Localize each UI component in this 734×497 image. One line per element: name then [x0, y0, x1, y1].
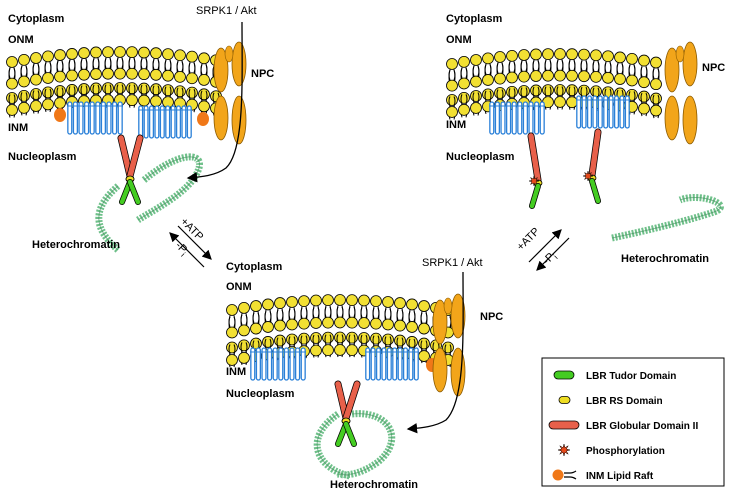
label-cytoplasm-3: Cytoplasm [226, 261, 282, 273]
equilibrium-arrows-left [169, 225, 212, 268]
label-minus-pi-1: -Pi [171, 240, 190, 259]
panel-phosphorylated-state [446, 41, 724, 242]
heterochromatin-fiber [95, 153, 203, 253]
lbr-transmembrane-helices [250, 347, 306, 381]
rs-domain-icon [558, 396, 571, 404]
legend-label: Phosphorylation [586, 446, 665, 457]
label-nucleoplasm-2: Nucleoplasm [446, 151, 515, 163]
lbr-transmembrane-helices [138, 105, 192, 139]
label-kinase-2: SRPK1 / Akt [422, 257, 483, 269]
globular-domain-icon [548, 420, 580, 430]
panel-bound-state-2 [226, 293, 466, 480]
lbr-transmembrane-helices [489, 101, 545, 135]
label-npc-2: NPC [702, 62, 725, 74]
label-onm-1: ONM [8, 34, 34, 46]
lipid-raft-icon [552, 469, 564, 481]
lbr-nucleoplasmic-domain [582, 128, 602, 204]
label-npc-3: NPC [480, 311, 503, 323]
label-nucleoplasm-1: Nucleoplasm [8, 151, 77, 163]
lipid-raft [54, 108, 66, 122]
legend-item: LBR Globular Domain II [548, 420, 698, 432]
lbr-transmembrane-helices [576, 95, 630, 129]
equilibrium-arrows-right [528, 229, 570, 271]
label-heterochromatin-3: Heterochromatin [330, 479, 418, 491]
lbr-transmembrane-helices [67, 101, 123, 135]
lbr-nucleoplasmic-domain [341, 380, 361, 447]
label-kinase-1: SRPK1 / Akt [196, 5, 257, 17]
label-npc-1: NPC [251, 68, 274, 80]
label-cytoplasm-2: Cytoplasm [446, 13, 502, 25]
legend-label: LBR RS Domain [586, 396, 663, 407]
npc [664, 41, 698, 145]
lbr-nucleoplasmic-domain [125, 134, 144, 205]
svg-text:-Pi: -Pi [541, 249, 560, 268]
label-onm-2: ONM [446, 34, 472, 46]
legend-item: INM Lipid Raft [552, 469, 654, 482]
label-onm-3: ONM [226, 281, 252, 293]
label-plus-atp-2: +ATP [515, 226, 543, 254]
legend-item: LBR Tudor Domain [553, 370, 676, 382]
legend-label: LBR Globular Domain II [586, 421, 698, 432]
label-heterochromatin-1: Heterochromatin [32, 239, 120, 251]
legend-label: LBR Tudor Domain [586, 371, 676, 382]
lbr-transmembrane-helices [365, 347, 419, 381]
label-cytoplasm-1: Cytoplasm [8, 13, 64, 25]
svg-text:-Pi: -Pi [171, 240, 190, 259]
label-inm-3: INM [226, 366, 246, 378]
legend-label: INM Lipid Raft [586, 471, 654, 482]
label-minus-pi-2: -Pi [541, 249, 560, 268]
label-nucleoplasm-3: Nucleoplasm [226, 388, 295, 400]
heterochromatin-fiber [611, 194, 724, 242]
panel-bound-state [6, 41, 247, 253]
kinase-arrow-bottom [406, 271, 464, 434]
lipid-raft [197, 112, 209, 126]
label-inm-1: INM [8, 122, 28, 134]
lbr-nucleoplasmic-domain [527, 132, 543, 209]
tudor-domain-icon [553, 370, 575, 380]
label-heterochromatin-2: Heterochromatin [621, 253, 709, 265]
phosphorylation-icon [557, 443, 571, 457]
legend-item: Phosphorylation [557, 443, 665, 457]
legend-item: LBR RS Domain [558, 396, 663, 407]
label-inm-2: INM [446, 119, 466, 131]
kinase-arrow-top [186, 21, 243, 183]
